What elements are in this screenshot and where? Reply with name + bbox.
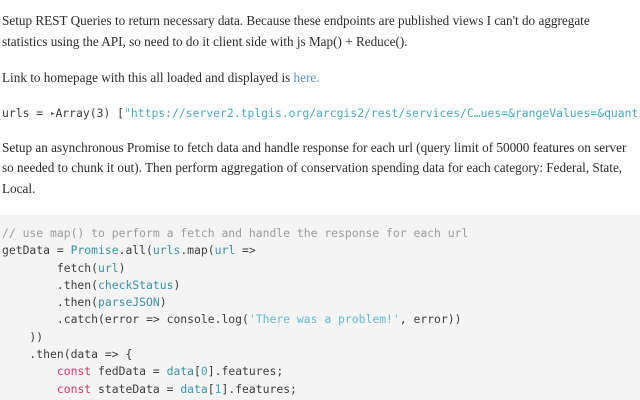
console-url-string: "https://server2.tplgis.org/arcgis2/rest…	[124, 105, 640, 120]
paragraph-homepage-link: Link to homepage with this all loaded an…	[2, 68, 638, 89]
code-token: stateData =	[91, 381, 181, 396]
console-equals: =	[29, 105, 51, 120]
code-token: Promise	[70, 243, 119, 258]
console-array-type: Array(3)	[55, 105, 111, 120]
code-token	[2, 364, 57, 378]
collapsed-triangle-icon[interactable]: ▸	[50, 108, 56, 119]
console-output-line[interactable]: urls = ▸Array(3) ["https://server2.tplgi…	[0, 105, 640, 124]
code-token: )	[118, 260, 126, 275]
code-line: .then(data => {	[2, 346, 640, 363]
code-token: .map(	[180, 243, 215, 258]
code-token: [	[194, 399, 201, 400]
code-token: fedData =	[91, 364, 167, 379]
code-token: [	[207, 381, 215, 396]
code-token: fetch(	[2, 260, 99, 275]
code-token: // use map() to perform a fetch and hand…	[2, 226, 469, 240]
link-paragraph-text: Link to homepage with this all loaded an…	[2, 70, 294, 85]
code-line: .then(checkStatus)	[2, 277, 640, 294]
code-token: .then(	[2, 277, 99, 292]
article-body-continued: Setup an asynchronous Promise to fetch d…	[0, 138, 640, 200]
code-token: [	[194, 364, 201, 379]
code-token: const	[56, 364, 92, 379]
code-line: .then(parseJSON)	[2, 294, 640, 311]
code-token: 2	[201, 399, 208, 400]
code-token: getData =	[2, 243, 71, 258]
console-variable-name: urls	[2, 105, 30, 120]
code-line: const fedData = data[0].features;	[2, 363, 640, 380]
code-line: const stateData = data[1].features;	[2, 381, 640, 398]
code-token: const	[56, 381, 92, 396]
code-token: data	[167, 399, 194, 400]
code-token	[2, 382, 57, 396]
code-line: // use map() to perform a fetch and hand…	[2, 225, 640, 242]
code-token: parseJSON	[98, 295, 160, 310]
homepage-link[interactable]: here.	[293, 70, 320, 85]
paragraph-rest-queries: Setup REST Queries to return necessary d…	[2, 13, 590, 49]
code-token: .then(data => {	[2, 347, 133, 362]
code-token: , error))	[399, 312, 462, 327]
code-token: 0	[200, 364, 208, 379]
paragraph-async-promise: Setup an asynchronous Promise to fetch d…	[2, 139, 627, 196]
code-token: .catch(error => console.log(	[2, 312, 249, 327]
code-token: .then(	[2, 295, 99, 310]
code-token: ))	[2, 329, 44, 344]
code-token: checkStatus	[98, 277, 174, 292]
code-line: const locData = data[2].features;	[2, 398, 640, 400]
code-token: locData =	[91, 399, 166, 400]
article-body: Setup REST Queries to return necessary d…	[0, 11, 640, 89]
code-line: .catch(error => console.log('There was a…	[2, 311, 640, 328]
code-line: fetch(url)	[2, 260, 640, 277]
code-line: ))	[2, 329, 640, 346]
code-token: ].features;	[208, 399, 283, 400]
code-content: // use map() to perform a fetch and hand…	[0, 225, 640, 400]
code-token: url	[214, 243, 236, 258]
code-token: =>	[235, 243, 256, 258]
code-line: getData = Promise.all(urls.map(url =>	[2, 242, 640, 259]
code-token: url	[98, 260, 119, 275]
code-token: .all(	[118, 243, 153, 258]
code-token: data	[166, 364, 195, 379]
code-token: const	[57, 399, 91, 400]
console-open-bracket: [	[110, 105, 125, 120]
code-block[interactable]: // use map() to perform a fetch and hand…	[0, 215, 640, 400]
code-token: ].features;	[221, 381, 297, 396]
code-token: 1	[214, 381, 222, 396]
code-token: )	[173, 277, 181, 292]
code-token: urls	[152, 243, 181, 258]
code-token: 'There was a problem!'	[248, 312, 400, 327]
code-token: data	[180, 381, 208, 396]
code-token: )	[159, 295, 167, 310]
code-token: ].features;	[207, 364, 284, 379]
